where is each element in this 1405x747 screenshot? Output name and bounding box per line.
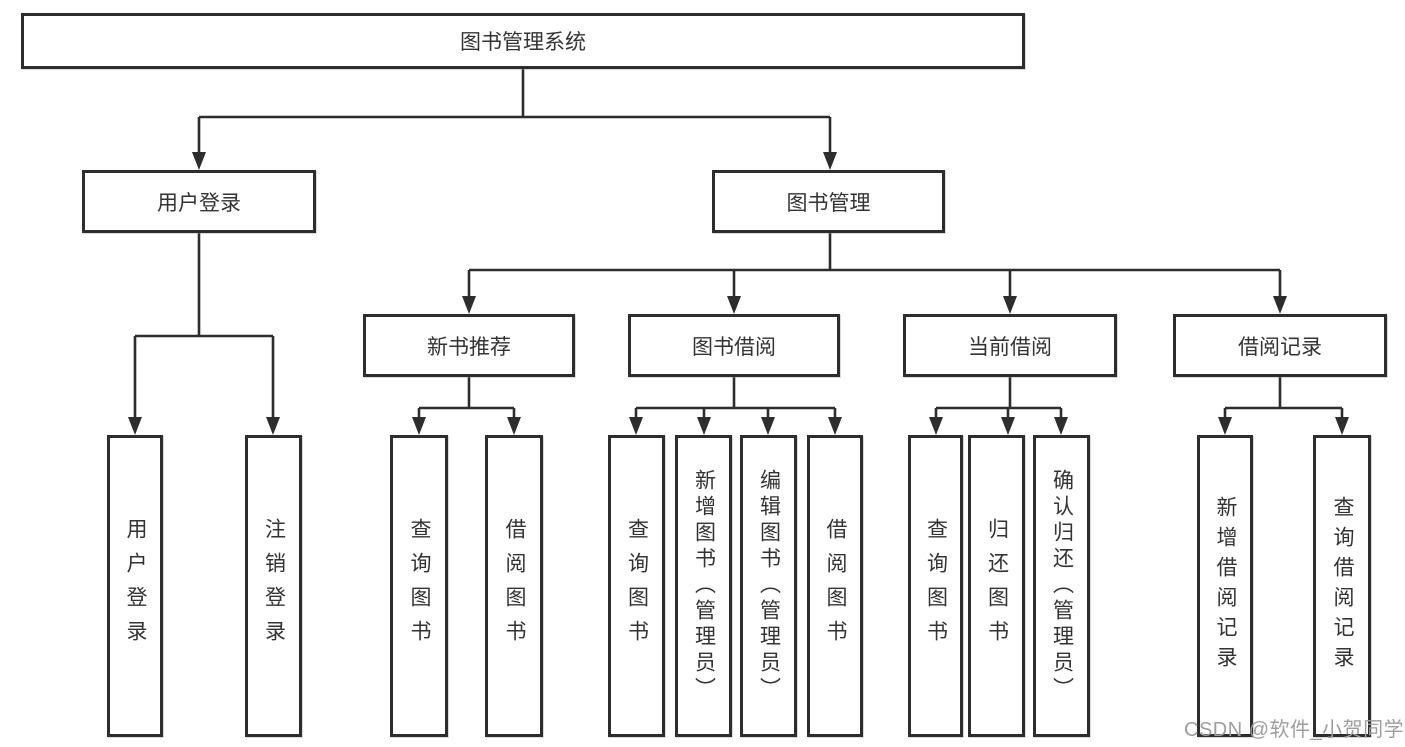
leaf-add-book-admin: 新增图书（管理员） — [675, 435, 732, 737]
node-book-management: 图书管理 — [712, 170, 945, 233]
leaf-query-book-current: 查询图书 — [908, 435, 963, 737]
leaf-borrow-book-recommend: 借阅图书 — [485, 435, 543, 737]
node-current-borrow: 当前借阅 — [903, 314, 1117, 377]
watermark: CSDN @软件_小贺同学 — [1184, 719, 1405, 741]
leaf-user-login: 用户登录 — [107, 435, 163, 737]
leaf-query-borrow-record: 查询借阅记录 — [1313, 435, 1371, 737]
node-borrow-record: 借阅记录 — [1173, 314, 1387, 377]
leaf-borrow-book: 借阅图书 — [807, 435, 863, 737]
leaf-add-borrow-record: 新增借阅记录 — [1197, 435, 1253, 737]
node-book-borrow: 图书借阅 — [628, 314, 840, 377]
leaf-logout: 注销登录 — [245, 435, 302, 737]
node-user-login: 用户登录 — [82, 170, 316, 233]
leaf-edit-book-admin: 编辑图书（管理员） — [740, 435, 797, 737]
leaf-confirm-return-admin: 确认归还（管理员） — [1033, 435, 1090, 737]
node-root: 图书管理系统 — [21, 13, 1025, 69]
leaf-query-book-borrow: 查询图书 — [608, 435, 665, 737]
leaf-query-book-recommend: 查询图书 — [390, 435, 448, 737]
leaf-return-book: 归还图书 — [968, 435, 1025, 737]
node-new-book-recommend: 新书推荐 — [363, 314, 575, 377]
